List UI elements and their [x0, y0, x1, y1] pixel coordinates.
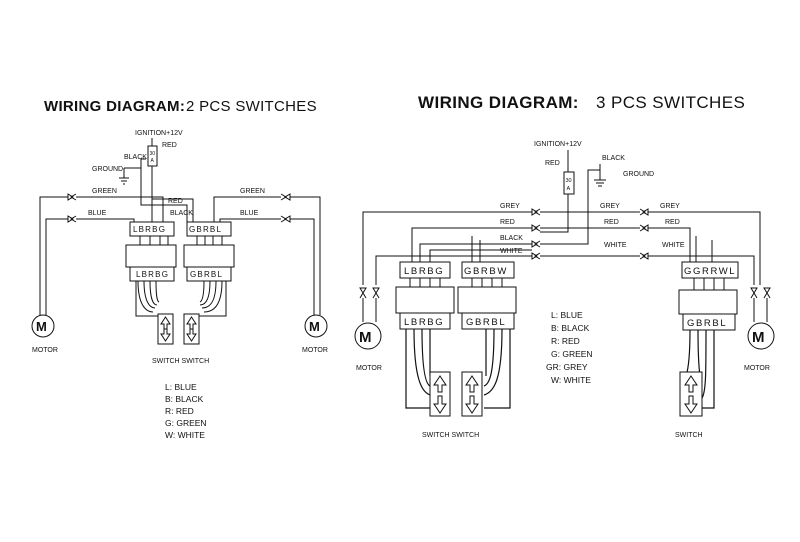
- connector-3-top: [681, 261, 739, 279]
- svg-text:A: A: [567, 186, 571, 192]
- svg-text:B: BLACK: B: BLACK: [551, 323, 590, 333]
- svg-text:LBRBG: LBRBG: [404, 266, 444, 277]
- svg-text:GROUND: GROUND: [623, 171, 654, 178]
- wire-label-black-mid: BLACK: [170, 210, 193, 217]
- title-3-bold: WIRING DIAGRAM:: [418, 93, 579, 112]
- plug-1: [395, 286, 455, 314]
- svg-text:GBRBL: GBRBL: [190, 270, 223, 279]
- svg-text:R: RED: R: RED: [551, 336, 580, 346]
- legend-3: L: BLUE B: BLACK R: RED G: GREEN GR: GRE…: [546, 310, 593, 385]
- wire-label-blue-l: BLUE: [88, 210, 107, 217]
- wire-label-green-r: GREEN: [240, 188, 265, 195]
- svg-text:M: M: [309, 319, 320, 334]
- svg-text:RED: RED: [500, 219, 515, 226]
- wire-label-ground: GROUND: [92, 166, 123, 173]
- wire-label-red-top: RED: [162, 142, 177, 149]
- svg-text:GREY: GREY: [660, 203, 680, 210]
- svg-text:30: 30: [150, 151, 156, 157]
- svg-text:B: BLACK: B: BLACK: [165, 394, 204, 404]
- title-3-rest: 3 PCS SWITCHES: [596, 93, 745, 112]
- switch-2[interactable]: [461, 371, 483, 417]
- svg-text:GREY: GREY: [600, 203, 620, 210]
- svg-text:MOTOR: MOTOR: [356, 365, 382, 372]
- svg-text:SWITCH: SWITCH: [675, 432, 703, 439]
- motor-icon-left-2: [31, 314, 55, 338]
- svg-text:R: RED: R: RED: [165, 406, 194, 416]
- svg-text:M: M: [359, 329, 372, 346]
- switch-1[interactable]: [429, 371, 451, 417]
- motor-icon-right-2: [304, 314, 328, 338]
- connector-1-top: [399, 261, 451, 279]
- plug-left-2: [125, 244, 177, 268]
- svg-text:RED: RED: [604, 219, 619, 226]
- svg-text:L: BLUE: L: BLUE: [165, 382, 197, 392]
- diagram-3-switches: WIRING DIAGRAM: 3 PCS SWITCHES IGNITION+…: [354, 93, 775, 439]
- svg-text:BLACK: BLACK: [500, 235, 523, 242]
- svg-text:30: 30: [566, 178, 572, 184]
- svg-text:MOTOR: MOTOR: [32, 347, 58, 354]
- svg-text:IGNITION+12V: IGNITION+12V: [534, 141, 582, 148]
- svg-text:GBRBW: GBRBW: [464, 266, 508, 277]
- svg-text:L: BLUE: L: BLUE: [551, 310, 583, 320]
- wire-label-green-l: GREEN: [92, 188, 117, 195]
- diagram-2-switches: WIRING DIAGRAM: 2 PCS SWITCHES IGNITION+…: [31, 98, 328, 440]
- svg-text:MOTOR: MOTOR: [744, 365, 770, 372]
- switch-3[interactable]: [679, 371, 703, 417]
- svg-text:WHITE: WHITE: [604, 242, 627, 249]
- svg-text:GGRRWL: GGRRWL: [684, 266, 736, 277]
- svg-text:WHITE: WHITE: [662, 242, 685, 249]
- title-2-rest: 2 PCS SWITCHES: [186, 98, 317, 115]
- svg-text:M: M: [752, 329, 765, 346]
- svg-text:A: A: [151, 158, 155, 164]
- svg-text:LBRBG: LBRBG: [136, 270, 169, 279]
- svg-text:G: GREEN: G: GREEN: [551, 349, 593, 359]
- svg-text:BLACK: BLACK: [602, 155, 625, 162]
- connector-arrow-icon: [67, 193, 77, 201]
- switch-label-2: SWITCH SWITCH: [152, 358, 209, 365]
- svg-text:GR: GREY: GR: GREY: [546, 362, 588, 372]
- motor-icon-right-3: [747, 322, 775, 350]
- title-2-bold: WIRING DIAGRAM:: [44, 98, 185, 115]
- svg-text:GREY: GREY: [500, 203, 520, 210]
- svg-text:W: WHITE: W: WHITE: [165, 430, 205, 440]
- svg-text:WHITE: WHITE: [500, 248, 523, 255]
- legend-2: L: BLUE B: BLACK R: RED G: GREEN W: WHIT…: [165, 382, 207, 440]
- svg-text:RED: RED: [545, 160, 560, 167]
- connector-2-top: [461, 261, 515, 279]
- svg-text:SWITCH SWITCH: SWITCH SWITCH: [422, 432, 479, 439]
- connector-top-left-2: [129, 221, 175, 237]
- fuse-3: [563, 171, 575, 195]
- svg-text:G: GREEN: G: GREEN: [165, 418, 207, 428]
- svg-text:RED: RED: [665, 219, 680, 226]
- svg-text:M: M: [36, 319, 47, 334]
- wire-label-blue-r: BLUE: [240, 210, 259, 217]
- ignition-label-2: IGNITION+12V: [135, 130, 183, 137]
- svg-text:GBRBL: GBRBL: [189, 225, 222, 234]
- svg-text:GBRBL: GBRBL: [687, 318, 727, 329]
- plug-right-2: [183, 244, 235, 268]
- svg-text:W: WHITE: W: WHITE: [551, 375, 591, 385]
- svg-text:MOTOR: MOTOR: [302, 347, 328, 354]
- arrow-down-icon: [160, 328, 171, 342]
- svg-text:LBRBG: LBRBG: [133, 225, 166, 234]
- wire-label-black: BLACK: [124, 154, 147, 161]
- connector-top-right-2: [186, 221, 232, 237]
- plug-3: [678, 289, 738, 315]
- plug-2: [457, 286, 517, 314]
- arrow-down-icon: [433, 395, 447, 414]
- svg-text:GBRBL: GBRBL: [466, 317, 506, 328]
- wire-label-red-mid: RED: [168, 198, 183, 205]
- svg-text:LBRBG: LBRBG: [404, 317, 444, 328]
- arrow-up-icon: [433, 375, 447, 393]
- motor-icon-left-3: [354, 322, 382, 350]
